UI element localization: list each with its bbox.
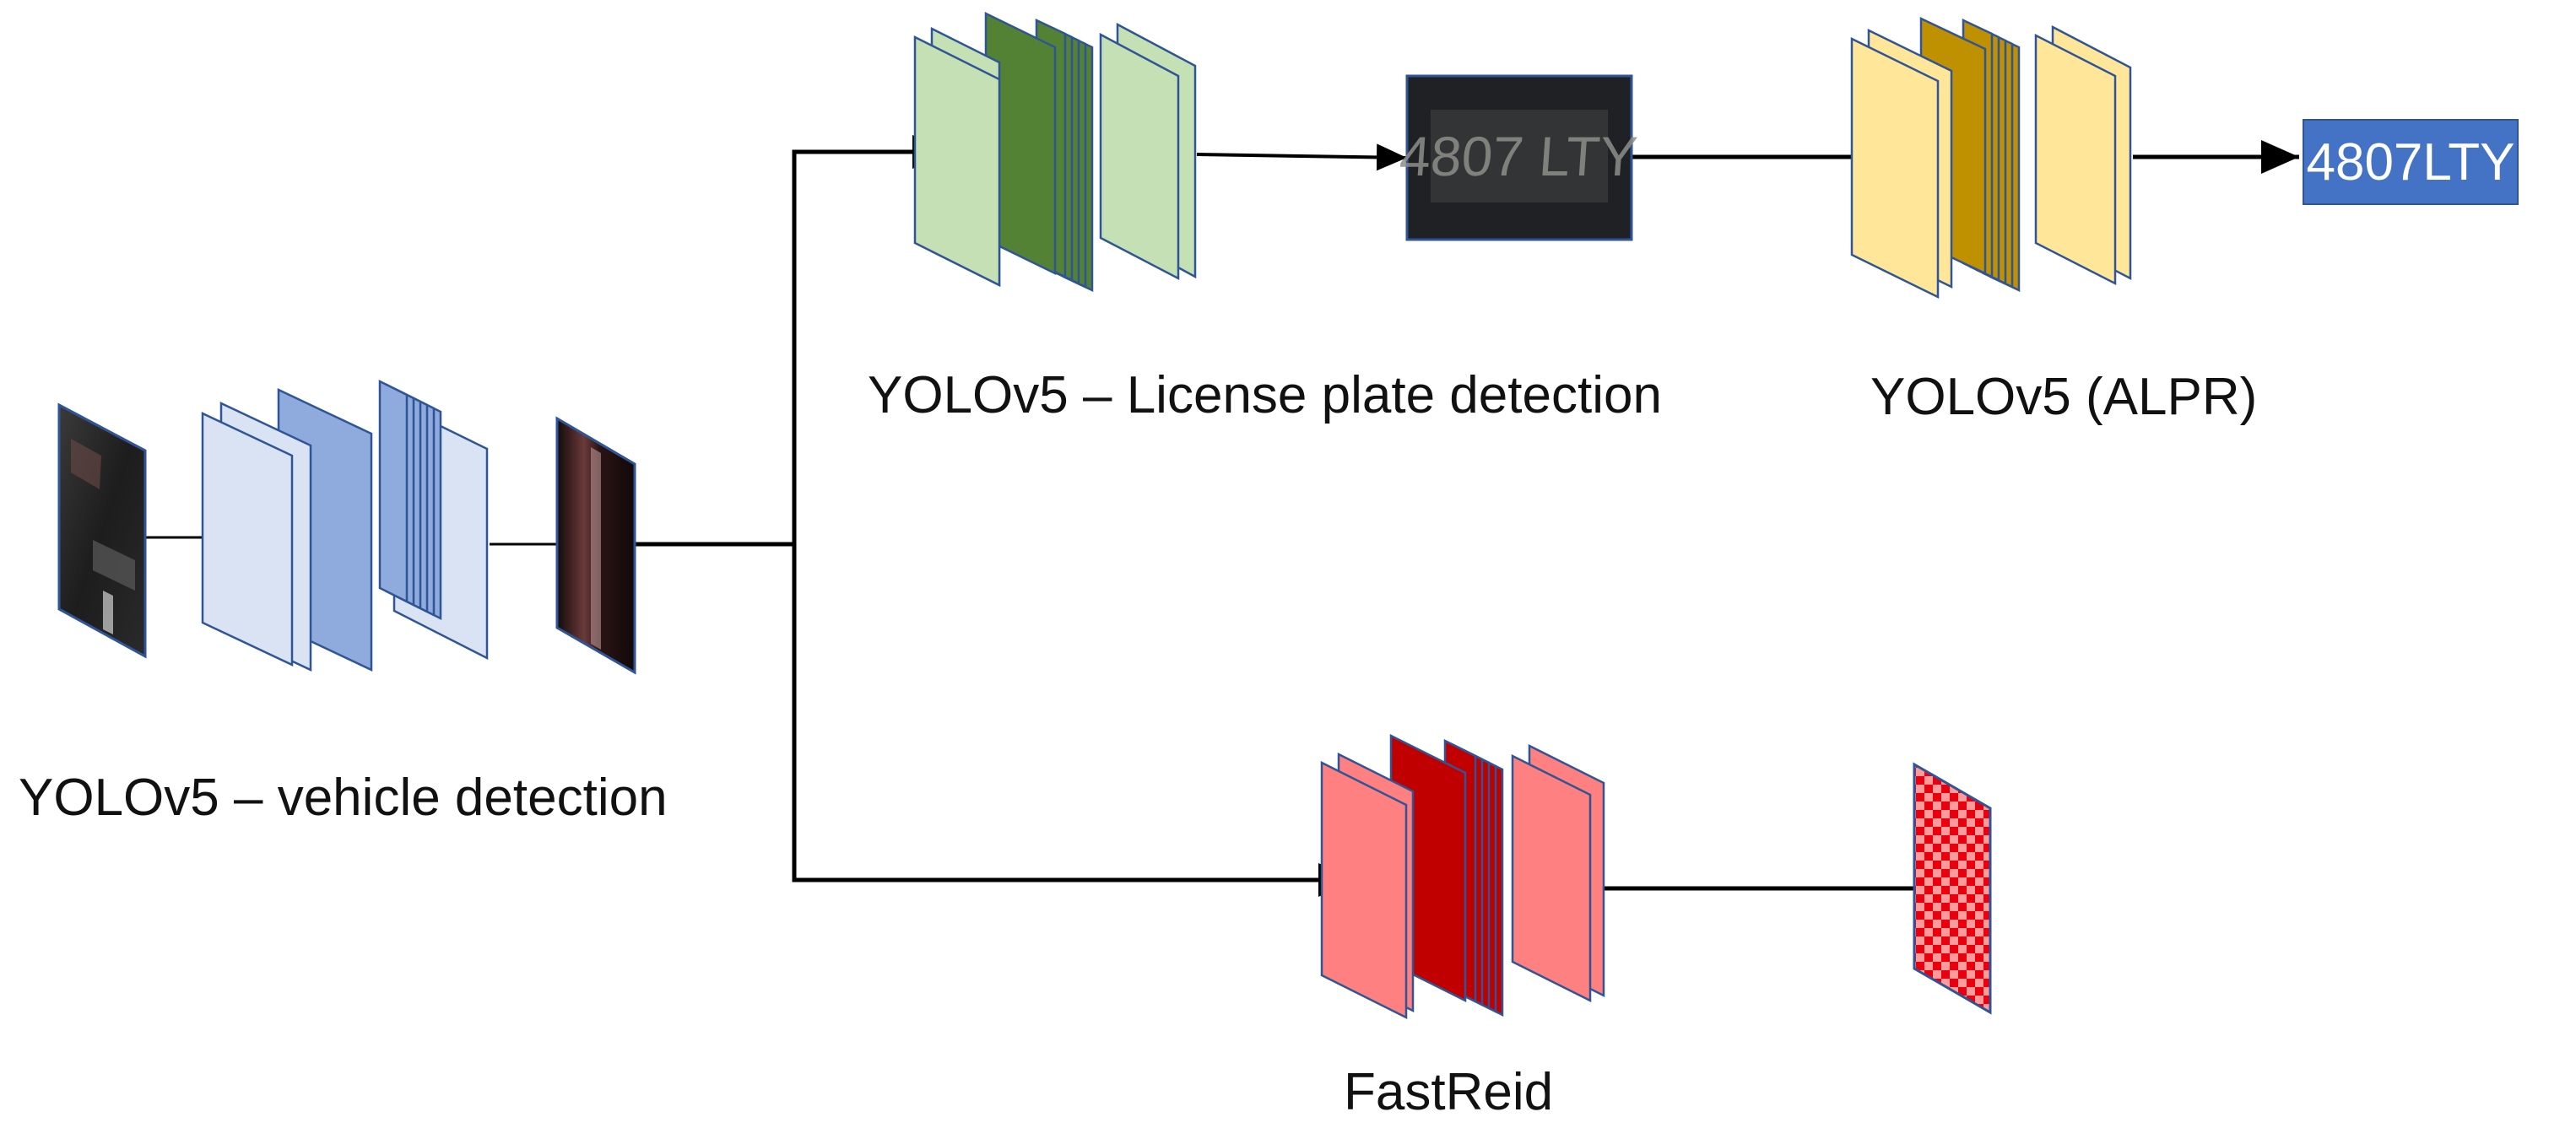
vehicle-detection-label: YOLOv5 – vehicle detection <box>19 769 668 827</box>
fastreid-network <box>1320 733 1605 1020</box>
reid-embedding <box>1913 762 1992 1015</box>
plate-text-output-value: 4807LTY <box>2306 132 2515 192</box>
alpr-label: YOLOv5 (ALPR) <box>1870 368 2258 426</box>
vehicle-detector-network <box>201 379 489 672</box>
vehicle-crop <box>555 416 636 675</box>
plate-crop-text: 4807 LTY <box>1398 126 1639 188</box>
input-image <box>57 402 147 659</box>
plate-detection-label: YOLOv5 – License plate detection <box>868 366 1662 424</box>
alpr-network <box>1850 17 2132 300</box>
plate-detector-network <box>913 11 1197 292</box>
connector-to-plate-crop <box>1196 143 1408 171</box>
connector-to-plate-detector <box>792 135 950 544</box>
connector-to-fastreid <box>792 544 1356 897</box>
connections <box>146 135 2299 905</box>
plate-text-output: 4807LTY <box>2303 119 2519 205</box>
plate-crop: 4807 LTY <box>1398 74 1639 241</box>
fastreid-label: FastReid <box>1344 1063 1554 1121</box>
